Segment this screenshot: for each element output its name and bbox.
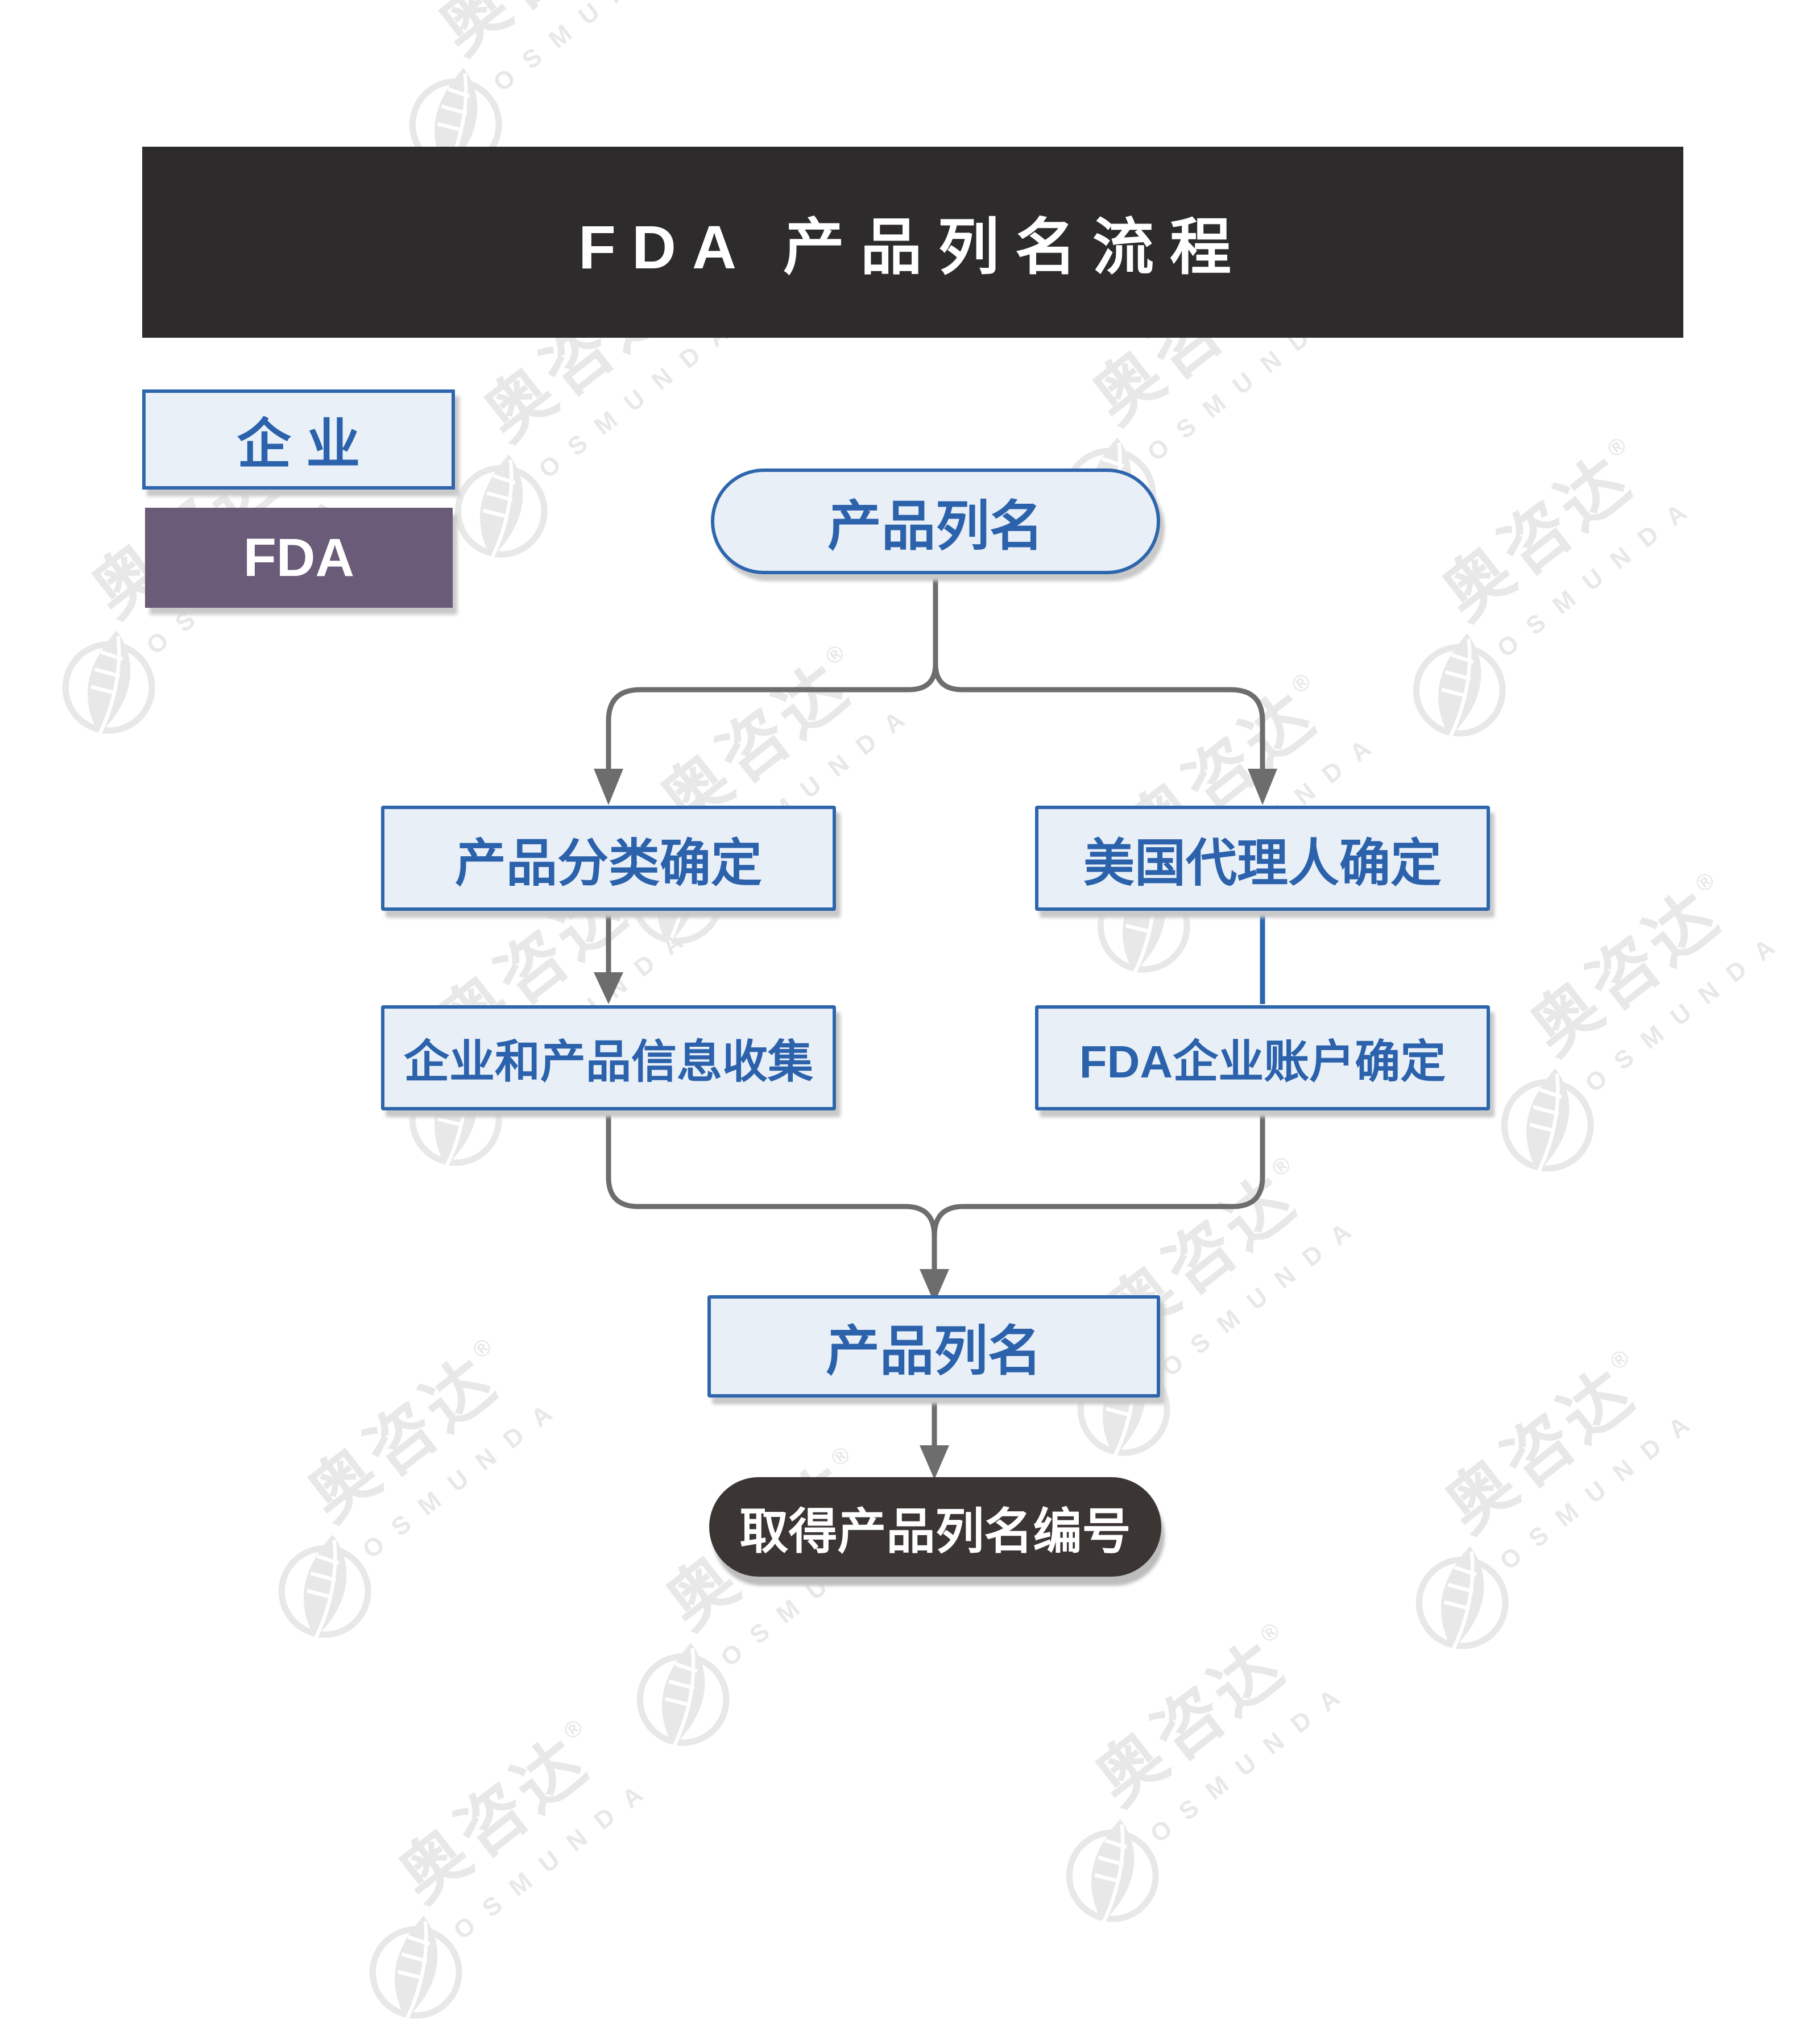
node-product-classification: 产品分类确定 [381,806,836,911]
flow-connectors [594,575,1277,1479]
node-us-agent: 美国代理人确定 [1035,806,1490,911]
page-title: FDA 产品列名流程 [578,213,1247,281]
node-merge-label: 产品列名 [825,1321,1042,1382]
node-fda-account: FDA企业账户确定 [1035,1005,1490,1110]
legend-enterprise: 企 业 [142,389,455,490]
node-right1-label: 美国代理人确定 [1083,835,1442,892]
merge-connector [606,1112,1265,1271]
node-end-label: 取得产品列名编号 [739,1504,1131,1559]
node-left2-label: 企业和产品信息收集 [404,1036,813,1087]
node-right2-label: FDA企业账户确定 [1079,1036,1446,1087]
arrowhead-right-branch [1248,769,1277,805]
title-bar: FDA 产品列名流程 [142,147,1683,338]
node-info-collection: 企业和产品信息收集 [381,1005,836,1110]
arrowhead-merge [920,1269,949,1303]
node-product-listing-submit: 产品列名 [707,1295,1160,1398]
node-left1-label: 产品分类确定 [455,835,762,892]
legend-fda: FDA [145,508,453,608]
arrowhead-left-branch [594,769,623,805]
legend-fda-label: FDA [243,527,355,588]
arrowhead-final [920,1445,949,1479]
legend-enterprise-label: 企 业 [237,414,361,475]
arrowhead-left-column [594,972,623,1004]
leaf-logo-icon [369,1916,462,2021]
node-start-label: 产品列名 [827,496,1044,557]
node-start-product-listing: 产品列名 [711,468,1160,574]
split-connector [606,575,1265,770]
node-end-listing-number: 取得产品列名编号 [709,1477,1161,1577]
